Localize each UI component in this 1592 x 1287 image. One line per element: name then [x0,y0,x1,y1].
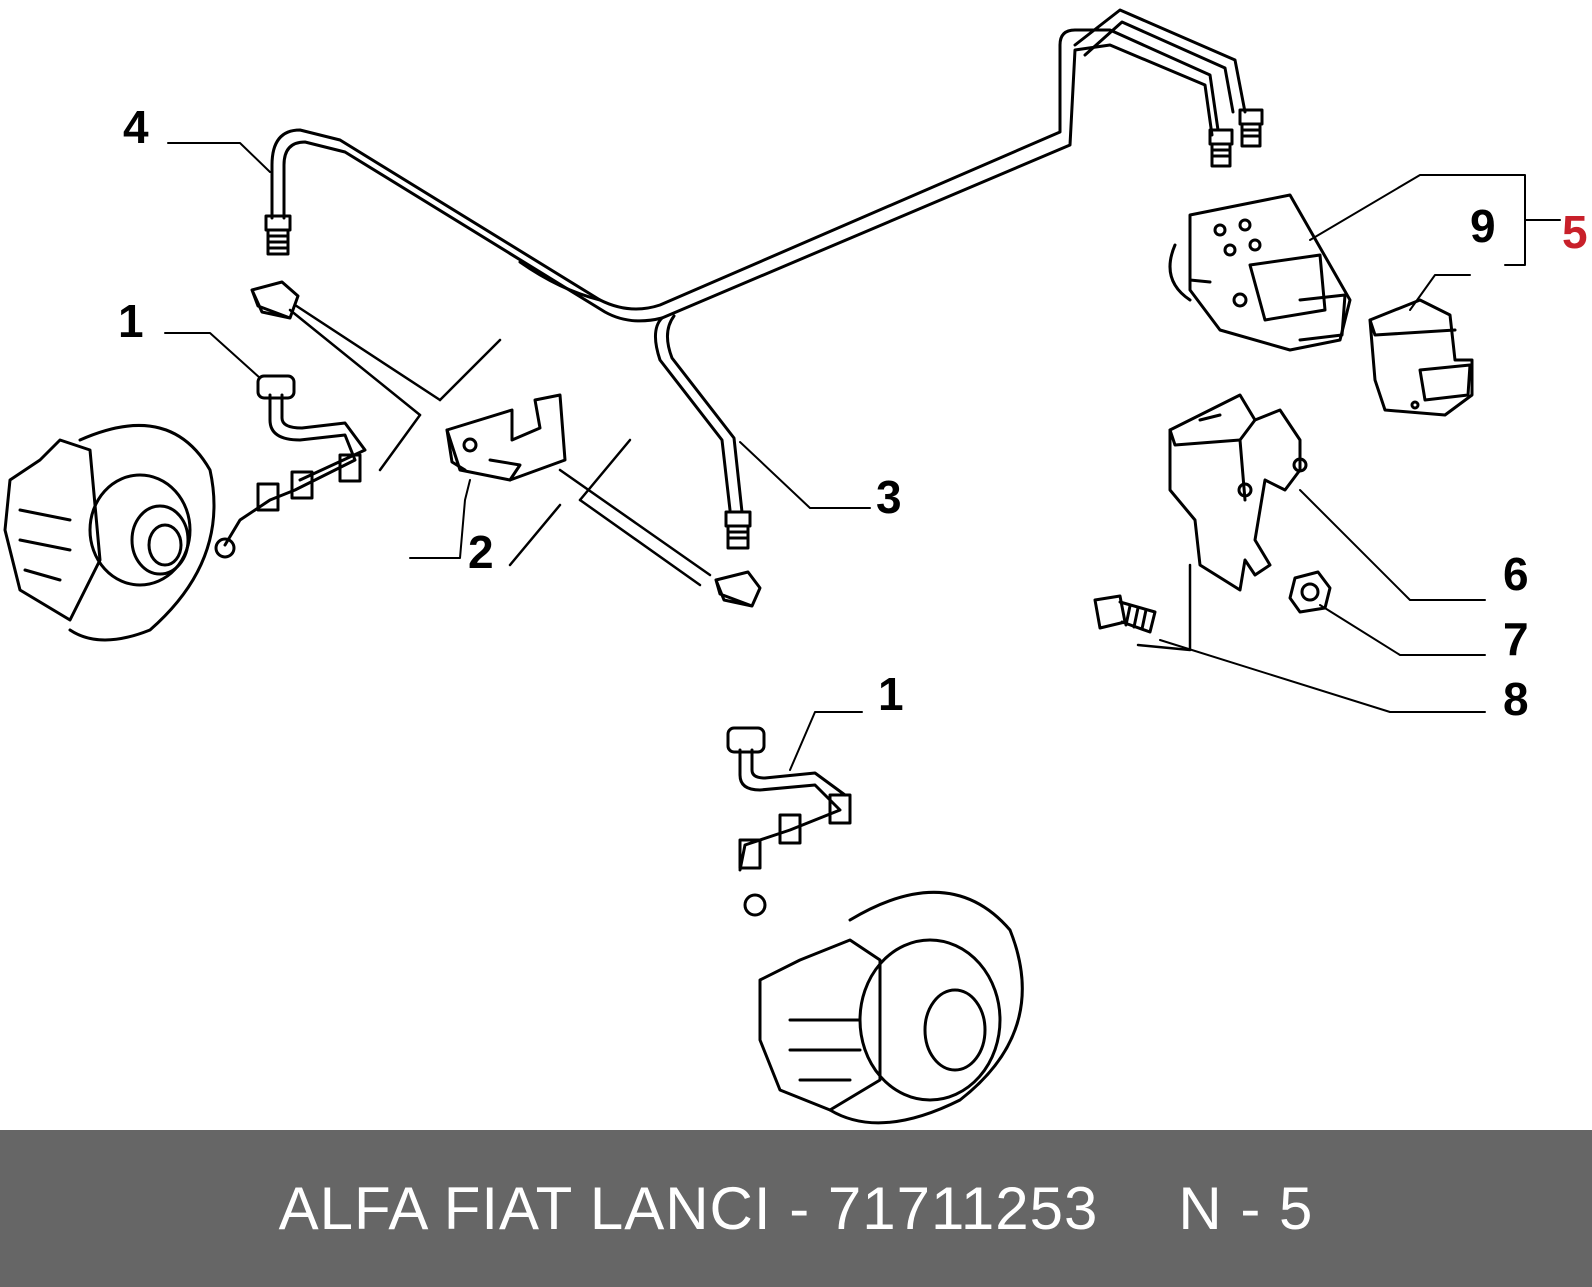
assembly-guide-lines [288,303,1192,652]
pipe-clip-left [250,280,300,320]
callout-8: 8 [1503,673,1529,725]
callout-6: 6 [1503,548,1529,600]
bolt [1093,594,1157,634]
brake-disc-left [3,424,216,642]
brake-disc-right [758,890,1024,1125]
callout-leader-lines [164,142,1561,771]
callout-5: 5 [1562,206,1588,258]
brake-pipe-assembly [270,8,1247,514]
part-footer-bar: ALFA FIAT LANCI - 71711253 N - 5 [0,1130,1592,1287]
pipe-fitting-abs-1 [1208,128,1234,168]
brake-system-exploded-diagram: 4 1 2 3 1 5 9 6 7 8 [3,8,1588,1125]
callout-4: 4 [123,101,149,153]
pipe-clip-center [714,570,762,608]
hex-nut [1288,570,1332,614]
callout-3: 3 [876,471,902,523]
pipe-fitting-center [724,510,752,550]
callout-2: 2 [468,526,494,578]
callout-7: 7 [1503,613,1529,665]
pipe-fitting-abs-2 [1238,108,1264,148]
callout-9: 9 [1470,200,1496,252]
callout-1-right: 1 [878,668,904,720]
brake-hose-right [726,726,852,917]
abs-control-module [1368,298,1474,417]
page-label: N - 5 [1178,1175,1314,1242]
callout-1-left: 1 [118,295,144,347]
part-caption: ALFA FIAT LANCI - 71711253 N - 5 [0,1130,1592,1287]
brake-hose-left [214,374,367,559]
pipe-fitting-left [264,214,292,256]
abs-hydraulic-unit [1168,193,1352,352]
pipe-bracket [445,393,567,482]
part-number-label: ALFA FIAT LANCI - 71711253 [278,1175,1099,1242]
abs-mounting-bracket [1168,393,1308,592]
